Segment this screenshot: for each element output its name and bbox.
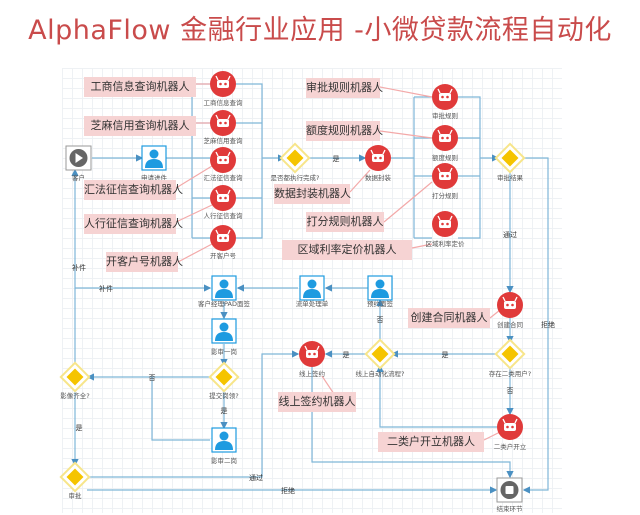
node-label: 审批 [69, 491, 83, 500]
node-label: 线上自动化流程? [356, 369, 405, 378]
callout-contract-robot: 创建合同机器人 [408, 308, 490, 328]
node-label: 区域利率定价 [426, 239, 466, 248]
node-label: 线上签约 [299, 369, 325, 378]
edge [236, 83, 263, 239]
edge [151, 377, 210, 441]
edge-label: 否 [377, 316, 384, 324]
user-task-audit2[interactable] [211, 427, 237, 453]
edge [311, 367, 514, 479]
callout-pboc-robot: 人行征信查询机器人 [84, 214, 183, 234]
gateway-all-done[interactable] [279, 142, 311, 174]
node-label: 审批规则 [432, 111, 458, 120]
robot-task-quota-rule[interactable] [431, 124, 459, 152]
edge [458, 96, 481, 239]
node-label: 预约面签 [367, 299, 394, 308]
node-label: 存在二类用户? [489, 369, 531, 378]
node-label: 开客户号 [210, 251, 237, 260]
node-label: 审批结果 [497, 173, 524, 182]
node-label: 汇法征信查询 [204, 173, 244, 182]
callout-rate-robot: 区域利率定价机器人 [282, 240, 412, 260]
node-label: 影审一岗 [211, 347, 237, 356]
user-task-apply[interactable] [141, 145, 167, 171]
edge-label: 拒绝 [541, 320, 555, 329]
edge-label: 否 [507, 387, 514, 395]
user-task-pad-sign[interactable] [211, 275, 237, 301]
node-label: 数据封装 [365, 173, 392, 182]
edge-label: 补件 [72, 263, 86, 272]
edge [376, 364, 497, 428]
start-event[interactable] [65, 145, 92, 171]
robot-task-approve-rule[interactable] [431, 83, 459, 111]
node-label: 流单处理单 [296, 299, 329, 308]
play-icon [75, 153, 83, 163]
robot-task-create-contract[interactable] [496, 291, 524, 319]
edge [522, 157, 549, 494]
callout-sign-robot: 线上签约机器人 [278, 392, 356, 412]
user-task-review-list[interactable] [299, 275, 325, 301]
node-label: 提交岗领? [209, 391, 238, 400]
edge [87, 350, 300, 478]
robot-task-open-class2[interactable] [496, 413, 524, 441]
callout-connectors [175, 83, 501, 441]
callout-open-robot: 开客户号机器人 [106, 252, 183, 272]
node-label: 客户 [72, 173, 85, 182]
gateway-approve-result[interactable] [494, 142, 526, 174]
robot-task-open-account[interactable] [209, 224, 237, 252]
robot-task-score-rule[interactable] [431, 162, 459, 190]
edge-label: 补件 [99, 284, 113, 293]
edge-label: 拒绝 [281, 486, 295, 495]
edge-label: 是 [76, 424, 83, 432]
gateway-online-flow[interactable] [364, 338, 396, 370]
node-label: 申请进件 [141, 173, 168, 182]
callout-zhima-robot: 芝麻信用查询机器人 [84, 116, 196, 136]
node-label: 创建合同 [497, 320, 523, 329]
node-label: 额度规则 [432, 153, 458, 162]
edge-label: 是 [343, 351, 350, 359]
end-event[interactable] [496, 477, 523, 503]
robot-task-biz-query[interactable] [209, 70, 237, 98]
node-label: 是否都执行完成? [271, 173, 320, 182]
node-label: 二类户开立 [494, 442, 527, 451]
page-title: AlphaFlow 金融行业应用 -小微贷款流程自动化 [28, 15, 612, 46]
callout-approve-robot: 审批规则机器人 [306, 78, 383, 98]
robot-task-online-sign[interactable] [298, 340, 326, 368]
gateway-has-class2[interactable] [494, 338, 526, 370]
node-label: 人行征信查询 [204, 211, 244, 220]
edge-label: 否 [149, 374, 156, 382]
user-task-visit[interactable] [367, 275, 393, 301]
robot-task-rate-pricing[interactable] [431, 210, 459, 238]
edge-label: 是 [333, 155, 340, 163]
callout-huifa-robot: 汇法征信查询机器人 [84, 180, 183, 200]
edge [413, 96, 432, 239]
gateway-review[interactable] [59, 461, 91, 493]
user-task-audit1[interactable] [211, 318, 237, 344]
edge-label: 通过 [249, 473, 263, 482]
gateway-image-ok[interactable] [59, 361, 91, 393]
callout-datapack-robot: 数据封装机器人 [274, 184, 351, 204]
gateway-submit[interactable] [208, 361, 240, 393]
callout-biz-robot: 工商信息查询机器人 [84, 77, 196, 97]
node-label: 影像齐全? [60, 391, 89, 400]
callout-quota-robot: 额度规则机器人 [306, 121, 383, 141]
node-label: 打分规则 [432, 191, 458, 200]
node-label: 芝麻信用查询 [204, 136, 244, 145]
edge-label: 通过 [503, 230, 517, 239]
robot-task-zhima-query[interactable] [209, 109, 237, 137]
robot-task-data-pack[interactable] [364, 144, 392, 172]
callout-class2-robot: 二类户开立机器人 [378, 432, 484, 452]
node-label: 影审二岗 [211, 456, 237, 465]
robot-task-pboc-query[interactable] [209, 184, 237, 212]
callout-score-robot: 打分规则机器人 [306, 212, 384, 232]
node-label: 结束环节 [497, 504, 524, 513]
stop-icon [505, 486, 514, 494]
node-label: 工商信息查询 [204, 98, 244, 107]
edge-label: 是 [221, 407, 228, 415]
robot-task-huifa-query[interactable] [209, 146, 237, 174]
edge-label: 是 [442, 351, 449, 359]
node-label: 客户经理PAD面签 [198, 299, 250, 308]
